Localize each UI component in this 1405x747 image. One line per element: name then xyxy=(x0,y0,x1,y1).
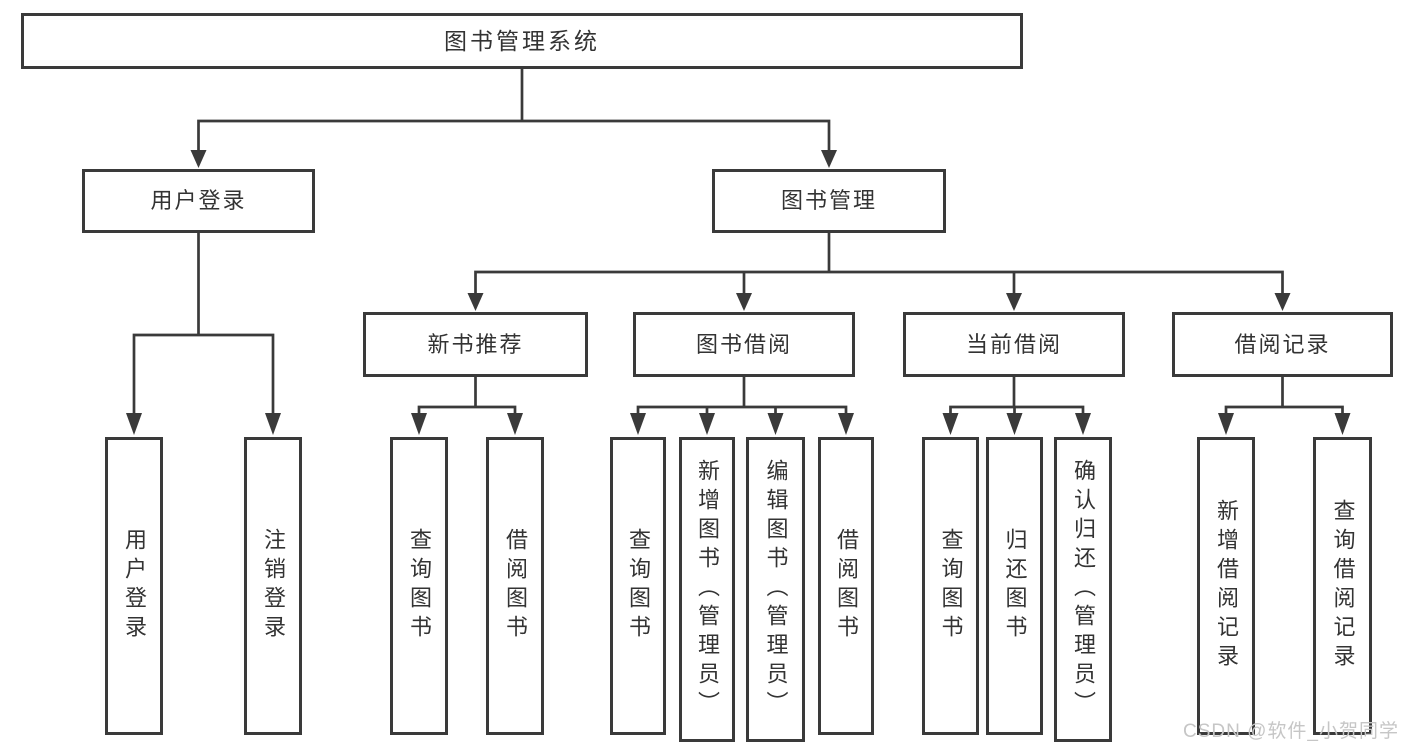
csdn-watermark: CSDN @软件_小贺同学 xyxy=(1183,721,1399,742)
node-leaf-borrow-books-recommendation: 借阅图书 xyxy=(486,437,544,735)
node-leaf-logout: 注销登录 xyxy=(244,437,302,735)
arrowheads xyxy=(126,150,1351,435)
node-leaf-user-login: 用户登录 xyxy=(105,437,163,735)
node-leaf-query-books-borrowing: 查询图书 xyxy=(610,437,666,735)
node-leaf-borrow-books: 借阅图书 xyxy=(818,437,874,735)
node-new-book-recommendation: 新书推荐 xyxy=(363,312,588,377)
connector-borrowing-records xyxy=(1224,377,1344,414)
connector-root xyxy=(197,69,831,152)
node-current-borrowing: 当前借阅 xyxy=(903,312,1125,377)
node-leaf-return-books: 归还图书 xyxy=(986,437,1043,735)
node-leaf-add-books-admin: 新增图书（管理员） xyxy=(679,437,735,742)
node-leaf-confirm-return-admin: 确认归还（管理员） xyxy=(1054,437,1112,742)
node-book-management: 图书管理 xyxy=(712,169,946,233)
connector-user-login xyxy=(132,233,275,414)
connector-book-borrowing xyxy=(636,377,848,414)
connector-current-borrowing xyxy=(949,377,1085,414)
node-borrowing-records: 借阅记录 xyxy=(1172,312,1393,377)
node-leaf-query-books-current: 查询图书 xyxy=(922,437,979,735)
node-leaf-query-books-recommendation: 查询图书 xyxy=(390,437,448,735)
node-leaf-edit-books-admin: 编辑图书（管理员） xyxy=(746,437,805,742)
node-leaf-query-borrow-record: 查询借阅记录 xyxy=(1313,437,1372,735)
node-library-management-system: 图书管理系统 xyxy=(21,13,1023,69)
connector-book-management xyxy=(474,233,1284,294)
node-leaf-add-borrow-record: 新增借阅记录 xyxy=(1197,437,1255,735)
node-user-login: 用户登录 xyxy=(82,169,315,233)
connector-new-book-recommendation xyxy=(417,377,517,414)
node-book-borrowing: 图书借阅 xyxy=(633,312,855,377)
